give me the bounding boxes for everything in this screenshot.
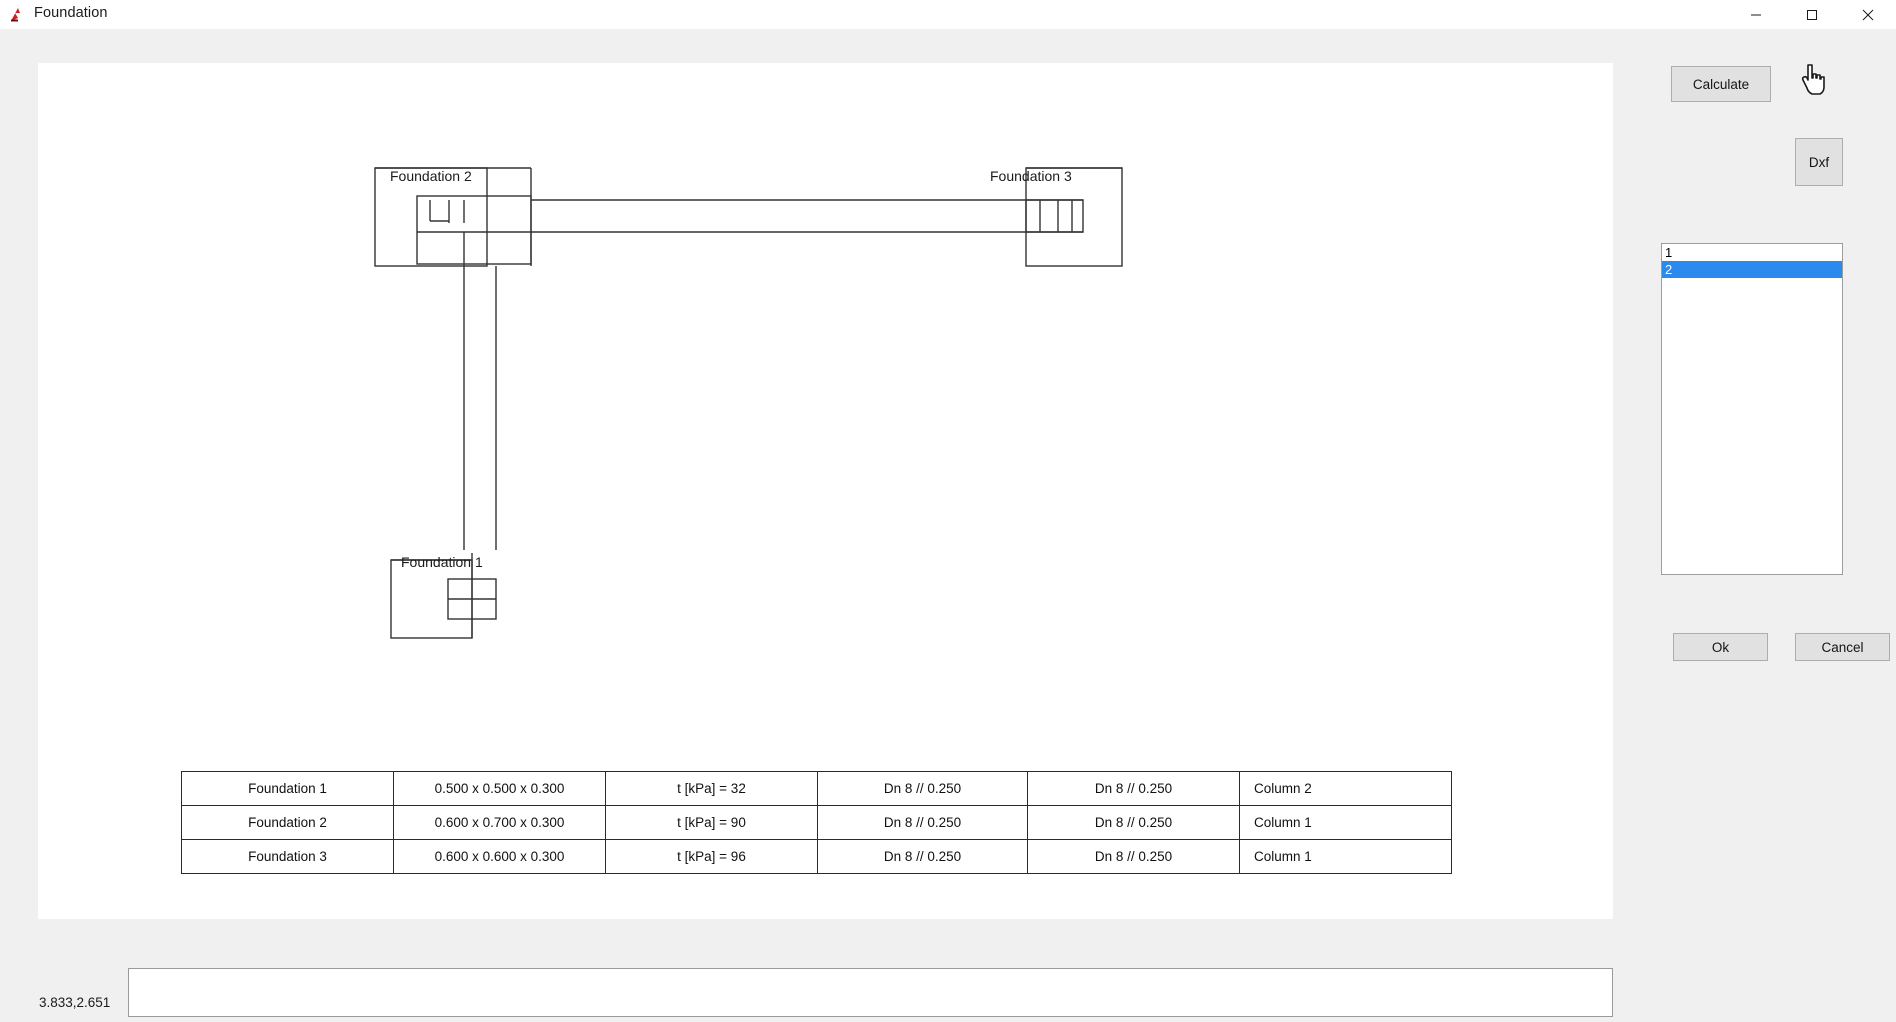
foundation-results-table: Foundation 1 0.500 x 0.500 x 0.300 t [kP… — [181, 771, 1452, 874]
cell-column: Column 2 — [1239, 771, 1452, 806]
ok-button[interactable]: Ok — [1673, 633, 1768, 661]
cell-pressure: t [kPa] = 96 — [605, 839, 818, 874]
maximize-button[interactable] — [1784, 0, 1840, 29]
title-bar: Foundation — [0, 0, 1896, 29]
results-table-body: Foundation 1 0.500 x 0.500 x 0.300 t [kP… — [181, 771, 1452, 874]
cell-name: Foundation 1 — [181, 771, 394, 806]
foundation-3-label: Foundation 3 — [990, 168, 1072, 184]
cell-reinforcement-x: Dn 8 // 0.250 — [817, 805, 1028, 840]
window-controls — [1728, 0, 1896, 29]
pointing-hand-icon — [1797, 62, 1827, 96]
window-title: Foundation — [34, 5, 108, 21]
table-row: Foundation 1 0.500 x 0.500 x 0.300 t [kP… — [181, 771, 1452, 806]
list-item[interactable]: 1 — [1665, 245, 1673, 260]
cell-column: Column 1 — [1239, 805, 1452, 840]
table-row: Foundation 3 0.600 x 0.600 x 0.300 t [kP… — [181, 839, 1452, 874]
cell-pressure: t [kPa] = 90 — [605, 805, 818, 840]
cancel-button[interactable]: Cancel — [1795, 633, 1890, 661]
dxf-button[interactable]: Dxf — [1795, 138, 1843, 186]
cell-reinforcement-x: Dn 8 // 0.250 — [817, 771, 1028, 806]
cell-dimensions: 0.600 x 0.600 x 0.300 — [393, 839, 606, 874]
list-item[interactable]: 2 — [1662, 261, 1842, 278]
cell-name: Foundation 2 — [181, 805, 394, 840]
cell-dimensions: 0.500 x 0.500 x 0.300 — [393, 771, 606, 806]
foundation-app-icon — [9, 6, 27, 24]
cell-name: Foundation 3 — [181, 839, 394, 874]
foundation-1-label: Foundation 1 — [401, 554, 483, 570]
cell-reinforcement-y: Dn 8 // 0.250 — [1027, 771, 1240, 806]
calculate-button[interactable]: Calculate — [1671, 66, 1771, 102]
cell-reinforcement-x: Dn 8 // 0.250 — [817, 839, 1028, 874]
drawing-canvas[interactable]: Foundation 2 Foundation 3 Foundation 1 F… — [38, 63, 1613, 919]
cell-reinforcement-y: Dn 8 // 0.250 — [1027, 839, 1240, 874]
cell-pressure: t [kPa] = 32 — [605, 771, 818, 806]
close-button[interactable] — [1840, 0, 1896, 29]
cell-column: Column 1 — [1239, 839, 1452, 874]
command-input[interactable] — [128, 968, 1613, 1017]
cell-dimensions: 0.600 x 0.700 x 0.300 — [393, 805, 606, 840]
minimize-button[interactable] — [1728, 0, 1784, 29]
table-row: Foundation 2 0.600 x 0.700 x 0.300 t [kP… — [181, 805, 1452, 840]
coordinate-readout: 3.833,2.651 — [39, 995, 111, 1010]
foundation-2-label: Foundation 2 — [390, 168, 472, 184]
foundation-plan-drawing: Foundation 2 Foundation 3 Foundation 1 — [374, 167, 1123, 639]
foundation-listbox[interactable]: 1 2 — [1661, 243, 1843, 575]
cell-reinforcement-y: Dn 8 // 0.250 — [1027, 805, 1240, 840]
